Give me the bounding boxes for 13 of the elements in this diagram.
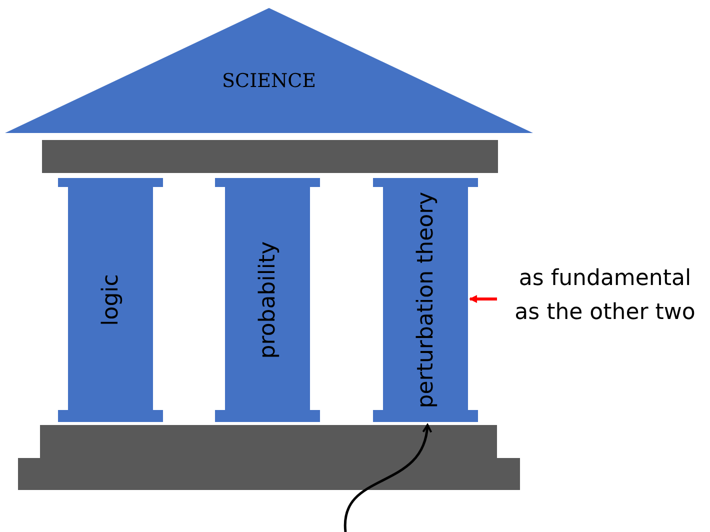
column (58, 178, 163, 422)
column (373, 178, 478, 422)
architrave-bar (42, 140, 498, 173)
column-label: logic (98, 274, 123, 326)
arrow (469, 295, 497, 303)
arrow (344, 424, 432, 532)
column-label: perturbation theory (413, 192, 438, 408)
column-label: probability (255, 241, 280, 359)
column (215, 178, 320, 422)
roof-label: SCIENCE (222, 70, 316, 92)
annotation-text: as fundamental as the other two (514, 265, 696, 327)
stepped-base (18, 425, 520, 490)
roof-triangle (5, 8, 533, 133)
